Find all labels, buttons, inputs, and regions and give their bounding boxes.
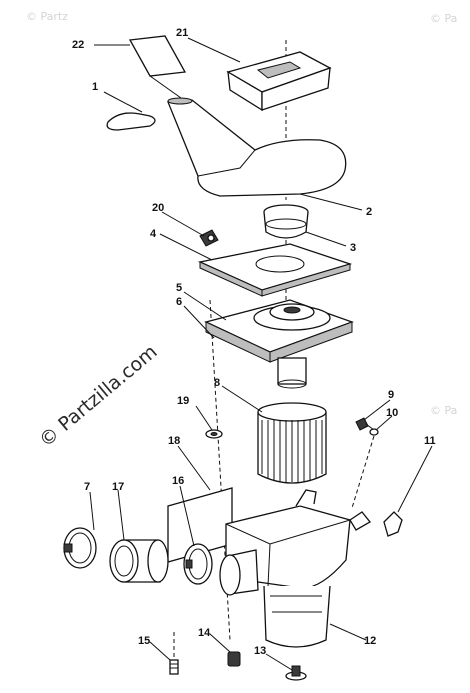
callout-4: 4: [150, 228, 157, 240]
callout-12: 12: [364, 635, 376, 647]
part-1-strap: [103, 91, 156, 131]
callout-19: 19: [177, 395, 189, 407]
part-11-bracket: [383, 445, 433, 537]
callout-21: 21: [176, 27, 188, 39]
callout-1: 1: [92, 81, 98, 93]
part-17-inlet-boot: [109, 489, 169, 583]
watermark-partzilla: © Partzilla.com: [35, 341, 161, 452]
callout-17: 17: [112, 481, 124, 493]
callout-18: 18: [168, 435, 180, 447]
part-5-airbox-lid: [183, 291, 354, 363]
callout-16: 16: [172, 475, 184, 487]
callout-11: 11: [424, 435, 436, 447]
part-3-grommet: [263, 204, 347, 247]
callout-2: 2: [366, 206, 372, 218]
watermark-corner-top-right: © Pa: [430, 12, 457, 25]
part-21-foam-block: [187, 37, 332, 112]
part-16-clamp: [179, 485, 213, 585]
part-20-clip: [161, 211, 219, 247]
callout-6: 6: [176, 296, 182, 308]
callout-9: 9: [388, 389, 394, 401]
part-14-grommet: [209, 633, 241, 667]
watermark-corner-top-left: © Partz: [26, 10, 68, 23]
callout-8: 8: [214, 377, 220, 389]
callout-15: 15: [138, 635, 150, 647]
callout-13: 13: [254, 645, 266, 657]
part-15-screw: [149, 632, 179, 675]
callout-20: 20: [152, 202, 164, 214]
callout-5: 5: [176, 282, 182, 294]
part-19-washer: [195, 405, 223, 439]
part-13-drain: [265, 653, 307, 681]
part-2-intake-duct: [167, 97, 363, 211]
callout-7: 7: [84, 481, 90, 493]
callout-22: 22: [72, 39, 84, 51]
part-8-filter-element: [221, 357, 327, 484]
inlet-boot-right: [219, 549, 259, 596]
callout-14: 14: [198, 627, 211, 639]
callout-3: 3: [350, 242, 356, 254]
part-4-gasket-plate: [159, 233, 353, 297]
part-7-clamp: [63, 491, 97, 569]
callout-10: 10: [386, 407, 398, 419]
watermark-corner-mid-right: © Pa: [430, 404, 457, 417]
part-9-bolt: [351, 399, 393, 509]
